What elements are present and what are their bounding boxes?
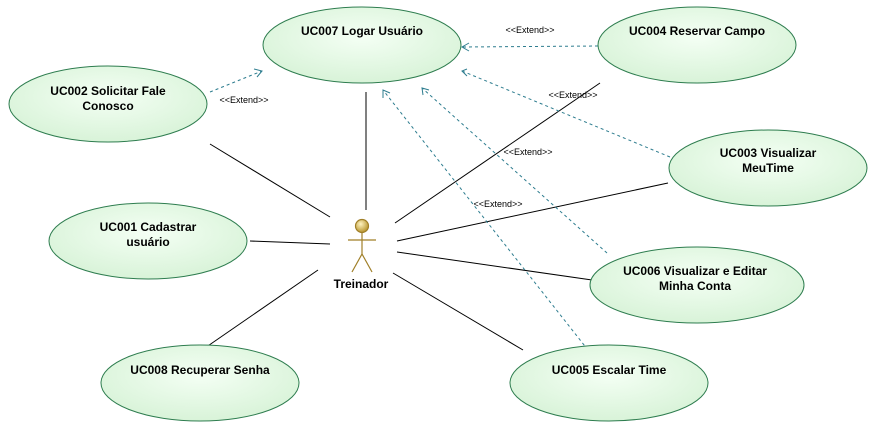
extend-labels: <<Extend>> <<Extend>> <<Extend>> <<Exten… [219,25,597,209]
use-case-uc002-label-line1: UC002 Solicitar Fale [50,84,166,98]
association-uc002 [209,143,331,218]
use-case-uc003[interactable]: UC003 Visualizar MeuTime [668,129,868,207]
extend-uc003 [461,70,671,158]
use-case-uc006-label-line1: UC006 Visualizar e Editar [623,264,767,278]
use-case-uc002[interactable]: UC002 Solicitar Fale Conosco [8,65,208,143]
actor-name: Treinador [334,277,389,291]
extend-uc005 [382,89,589,351]
association-uc008 [201,269,319,351]
extend-uc006 [421,87,608,254]
use-case-uc001-label-line2: usuário [126,235,169,249]
use-case-uc003-label-line2: MeuTime [742,161,794,175]
association-uc001 [249,240,331,245]
use-case-uc005-label: UC005 Escalar Time [552,363,667,377]
use-case-uc001[interactable]: UC001 Cadastrar usuário [48,202,248,280]
association-uc005 [392,272,524,351]
use-case-uc004-label: UC004 Reservar Campo [629,24,765,38]
use-case-uc007-label: UC007 Logar Usuário [301,24,423,38]
extend-label-uc003: <<Extend>> [548,90,597,100]
use-case-uc006-label-line2: Minha Conta [659,279,731,293]
extend-relations [209,45,671,351]
use-case-uc006[interactable]: UC006 Visualizar e Editar Minha Conta [589,246,805,324]
arrowhead-uc005 [382,89,391,98]
arrowhead-uc004 [460,42,470,52]
use-case-uc008[interactable]: UC008 Recuperar Senha [100,344,300,422]
extend-uc002 [209,70,263,93]
use-case-uc008-label: UC008 Recuperar Senha [130,363,270,377]
use-case-uc002-label-line2: Conosco [82,99,133,113]
association-uc004 [394,82,601,224]
use-case-uc001-label-line1: UC001 Cadastrar [100,220,197,234]
extend-label-uc002: <<Extend>> [219,95,268,105]
use-case-uc007[interactable]: UC007 Logar Usuário [262,6,462,84]
associations [201,82,669,351]
arrowhead-uc003 [461,68,468,77]
association-uc006 [396,251,593,281]
arrowhead-uc002 [253,68,263,78]
use-case-uc004[interactable]: UC004 Reservar Campo [597,6,797,84]
use-case-uc003-label-line1: UC003 Visualizar [720,146,817,160]
actor-figure-icon [348,218,376,273]
extend-uc004 [461,45,599,48]
extend-label-uc004: <<Extend>> [505,25,554,35]
extend-label-uc006: <<Extend>> [503,147,552,157]
extend-arrowheads [253,42,470,98]
actor-treinador[interactable]: Treinador [334,218,389,292]
association-uc003 [396,182,669,242]
extend-label-uc005: <<Extend>> [473,199,522,209]
use-case-uc005[interactable]: UC005 Escalar Time [509,344,709,422]
arrowhead-uc006 [421,87,430,96]
